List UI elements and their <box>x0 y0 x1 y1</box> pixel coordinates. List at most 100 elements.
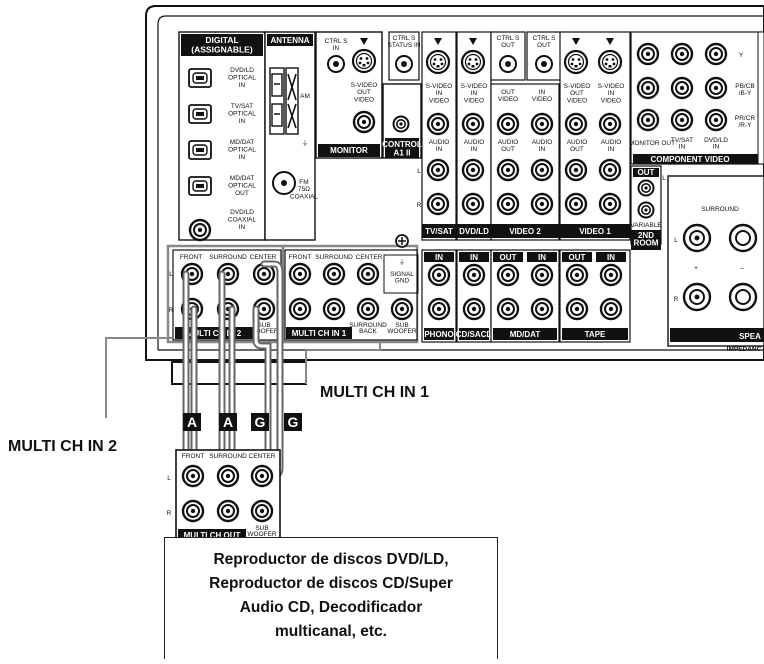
ctrl-s-out-1-jack[interactable] <box>500 56 516 72</box>
tvsat-video-in-jack[interactable] <box>428 114 448 134</box>
callout-multi-ch-in-2: MULTI CH IN 2 <box>8 438 117 456</box>
tvsat-audio-r-jack[interactable] <box>428 194 448 214</box>
phono-in-label: IN <box>435 253 443 262</box>
tvsat-label: TV/SAT <box>425 227 453 236</box>
digital-port-4-jack[interactable] <box>189 177 211 195</box>
speakers-minus-label: – <box>740 265 744 272</box>
player-front-label: FRONT <box>182 453 204 460</box>
antenna-header: ANTENNA <box>270 36 309 45</box>
tape-out-l-jack[interactable] <box>567 265 587 285</box>
player-surround-l-jack[interactable] <box>218 466 238 486</box>
mci2-r-label: R <box>169 307 174 314</box>
component-monitor-pr-jack[interactable] <box>638 110 658 130</box>
mci2-front-label: FRONT <box>180 254 202 261</box>
video2-video-in-jack[interactable] <box>532 114 552 134</box>
impedance-label: IMPEDANC <box>727 346 762 353</box>
dvdld-svideo-in-jack[interactable] <box>462 51 484 73</box>
video2-audio-in-r-jack[interactable] <box>532 194 552 214</box>
dvdld-audio-l-jack[interactable] <box>463 160 483 180</box>
player-surround-r-jack[interactable] <box>218 501 238 521</box>
player-sub-jack[interactable] <box>252 501 272 521</box>
digital-port-1-jack[interactable] <box>189 69 211 87</box>
player-center-jack[interactable] <box>252 466 272 486</box>
mddat-in-label: IN <box>538 253 546 262</box>
tvsat-audio-l-jack[interactable] <box>428 160 448 180</box>
video1-audio-out-l-jack[interactable] <box>566 160 586 180</box>
video2-audio-out-l-jack[interactable] <box>498 160 518 180</box>
digital-port-2-jack[interactable] <box>189 105 211 123</box>
cdsacd-in-label: IN <box>470 253 478 262</box>
control-a1-jack[interactable] <box>394 117 409 132</box>
player-description-box: Reproductor de discos DVD/LD,Reproductor… <box>164 537 498 659</box>
mci2-center-label: CENTER <box>250 254 277 261</box>
player-front-r-jack[interactable] <box>183 501 203 521</box>
tape-in-label: IN <box>607 253 615 262</box>
cdsacd-l-jack[interactable] <box>464 265 484 285</box>
tape-in-l-jack[interactable] <box>601 265 621 285</box>
callout-multi-ch-in-1: MULTI CH IN 1 <box>320 384 429 402</box>
video2-audio-out-r-jack[interactable] <box>498 194 518 214</box>
video2-video-out-jack[interactable] <box>498 114 518 134</box>
component-video-label: COMPONENT VIDEO <box>650 155 729 164</box>
component-monitor-pb-jack[interactable] <box>638 78 658 98</box>
tape-out-r-jack[interactable] <box>567 299 587 319</box>
mci1-surround-back-jack[interactable] <box>358 299 378 319</box>
component-dvdld-pr-jack[interactable] <box>706 110 726 130</box>
phono-l-jack[interactable] <box>429 265 449 285</box>
mci1-front-label: FRONT <box>289 254 311 261</box>
ctrl-s-status-in-jack[interactable] <box>396 56 412 72</box>
tape-in-r-jack[interactable] <box>601 299 621 319</box>
component-tvsat-pb-jack[interactable] <box>672 78 692 98</box>
dvdld-video-in-jack[interactable] <box>463 114 483 134</box>
mci1-surround-r-jack[interactable] <box>324 299 344 319</box>
ground-symbol: ⏚ <box>399 258 406 266</box>
monitor-svideo-out-jack[interactable] <box>353 50 375 72</box>
video1-video-in-jack[interactable] <box>600 114 620 134</box>
svg-text:⏚: ⏚ <box>302 139 309 147</box>
mci2-surround-label: SURROUND <box>209 254 247 261</box>
video1-audio-out-r-jack[interactable] <box>566 194 586 214</box>
tape-out-label: OUT <box>569 253 586 262</box>
digital-port-5-jack[interactable] <box>190 220 210 240</box>
mddat-in-r-jack[interactable] <box>532 299 552 319</box>
video1-audio-in-l-jack[interactable] <box>600 160 620 180</box>
video2-audio-in-l-jack[interactable] <box>532 160 552 180</box>
second-room-out-label: OUT <box>638 168 655 177</box>
tvsat-svideo-in-jack[interactable] <box>427 51 449 73</box>
video1-audio-in-r-jack[interactable] <box>600 194 620 214</box>
monitor-video-out-jack[interactable] <box>354 112 374 132</box>
mddat-out-l-jack[interactable] <box>498 265 518 285</box>
fm-coaxial-jack[interactable] <box>273 172 295 194</box>
player-l-label: L <box>167 475 171 482</box>
mci1-surround-l-jack[interactable] <box>324 264 344 284</box>
dvdld-audio-r-jack[interactable] <box>463 194 483 214</box>
component-dvdld-y-jack[interactable] <box>706 44 726 64</box>
phono-r-jack[interactable] <box>429 299 449 319</box>
video1-svideo-in-jack[interactable] <box>599 51 621 73</box>
am-label: AM <box>300 93 310 100</box>
signal-gnd-terminal[interactable] <box>396 235 408 247</box>
mci1-front-r-jack[interactable] <box>290 299 310 319</box>
ctrl-s-out-2-jack[interactable] <box>536 56 552 72</box>
component-monitor-out-label: MONITOR OUT <box>629 140 675 147</box>
am-terminal <box>270 68 298 134</box>
mddat-in-l-jack[interactable] <box>532 265 552 285</box>
second-room-r-jack[interactable] <box>639 203 654 218</box>
player-front-l-jack[interactable] <box>183 466 203 486</box>
variable-label: VARIABLE <box>630 222 662 229</box>
video1-video-out-jack[interactable] <box>566 114 586 134</box>
mci1-center-jack[interactable] <box>358 264 378 284</box>
video1-svideo-out-jack[interactable] <box>565 51 587 73</box>
digital-port-3-jack[interactable] <box>189 141 211 159</box>
cdsacd-r-jack[interactable] <box>464 299 484 319</box>
component-tvsat-y-jack[interactable] <box>672 44 692 64</box>
component-tvsat-pr-jack[interactable] <box>672 110 692 130</box>
ctrl-s-in-jack[interactable] <box>328 56 344 72</box>
mci1-sub-jack[interactable] <box>392 299 412 319</box>
component-monitor-y-jack[interactable] <box>638 44 658 64</box>
mci1-front-l-jack[interactable] <box>290 264 310 284</box>
mddat-out-r-jack[interactable] <box>498 299 518 319</box>
component-dvdld-pb-jack[interactable] <box>706 78 726 98</box>
second-room-l-jack[interactable] <box>639 181 654 196</box>
